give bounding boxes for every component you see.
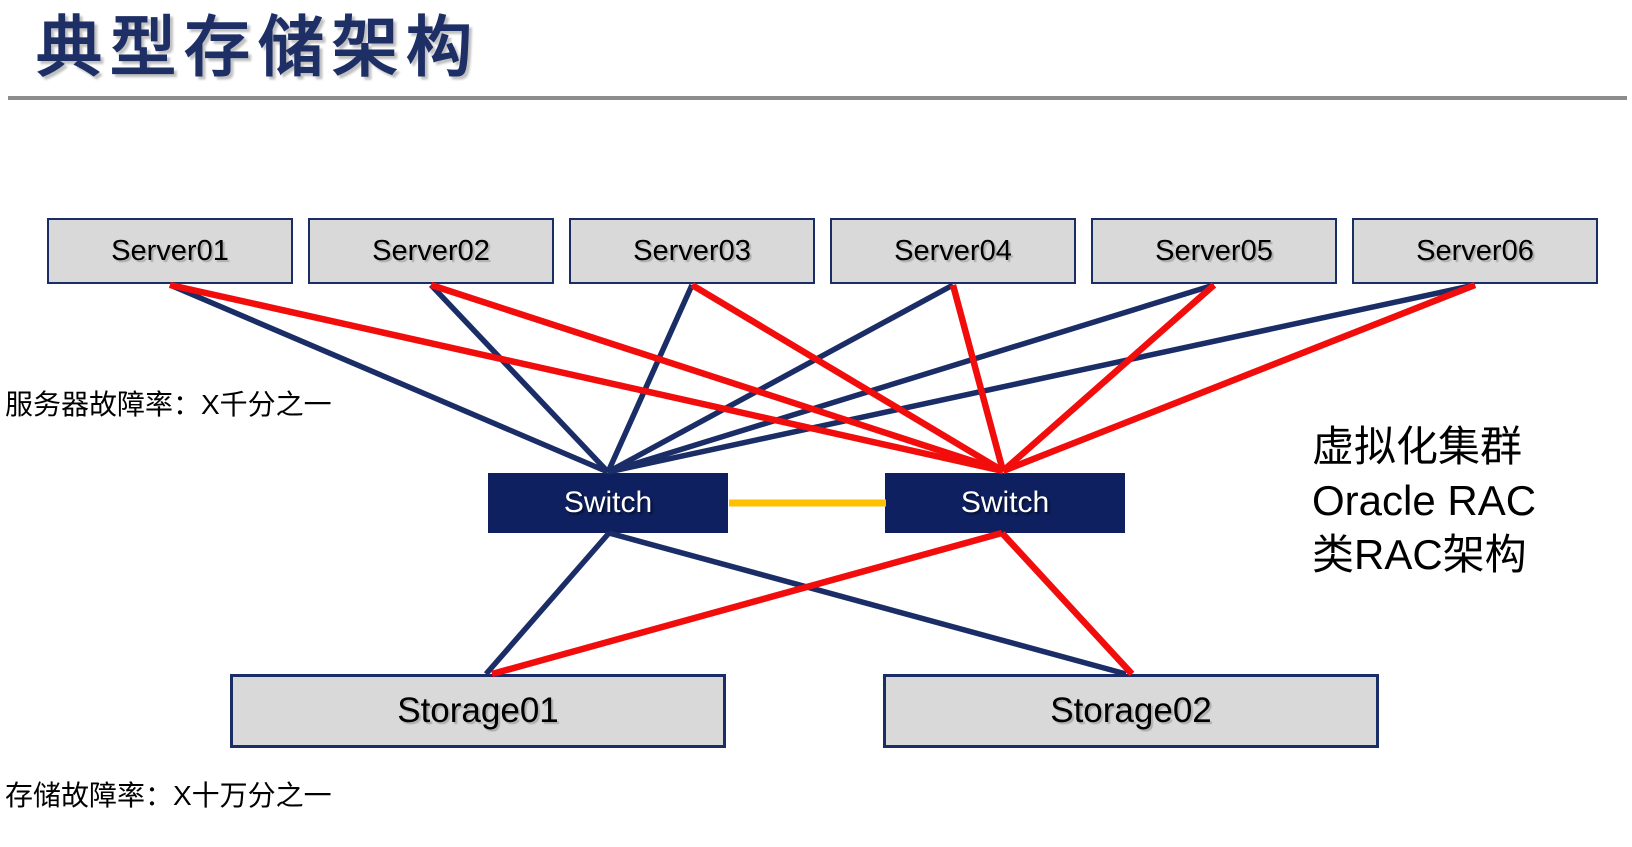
edge-switch-right-storage02: [999, 530, 1135, 677]
cluster-note-line-3: 类RAC架构: [1312, 531, 1527, 578]
annotation-cluster-note: 虚拟化集群 Oracle RAC 类RAC架构: [1312, 420, 1536, 582]
server-node-02: Server02: [308, 218, 554, 284]
edge-server04-switch-right: [949, 284, 1007, 472]
page-title: 典型存储架构: [36, 10, 480, 84]
annotation-server-failure-rate: 服务器故障率：X千分之一: [5, 389, 332, 420]
storage-node-02: Storage02: [883, 674, 1379, 748]
edge-server03-switch-left: [605, 283, 695, 474]
storage-node-01: Storage01: [230, 674, 726, 748]
server-node-01: Server01: [47, 218, 293, 284]
server-node-04: Server04: [830, 218, 1076, 284]
server-node-05: Server05: [1091, 218, 1337, 284]
server-node-03: Server03: [569, 218, 815, 284]
edge-switch-right-storage01: [491, 529, 1003, 678]
edge-server01-switch-left: [168, 282, 610, 475]
edge-server05-switch-left: [607, 282, 1215, 475]
cluster-note-line-2: Oracle RAC: [1312, 477, 1537, 524]
edge-server02-switch-right: [429, 281, 1005, 475]
cluster-note-line-1: 虚拟化集群: [1312, 423, 1523, 470]
edge-switch-left-storage01: [483, 531, 612, 676]
server-node-06: Server06: [1352, 218, 1598, 284]
title-divider: [8, 96, 1627, 100]
edge-server01-switch-right: [169, 281, 1004, 475]
switch-node-left: Switch: [488, 473, 728, 533]
switch-node-right: Switch: [885, 473, 1125, 533]
edge-server05-switch-right: [1000, 282, 1217, 474]
edge-server04-switch-left: [606, 282, 955, 475]
edge-server03-switch-right: [690, 282, 1005, 474]
edge-server02-switch-left: [429, 283, 610, 474]
annotation-storage-failure-rate: 存储故障率：X十万分之一: [5, 780, 332, 811]
edge-switch-left-storage02: [608, 530, 1127, 677]
